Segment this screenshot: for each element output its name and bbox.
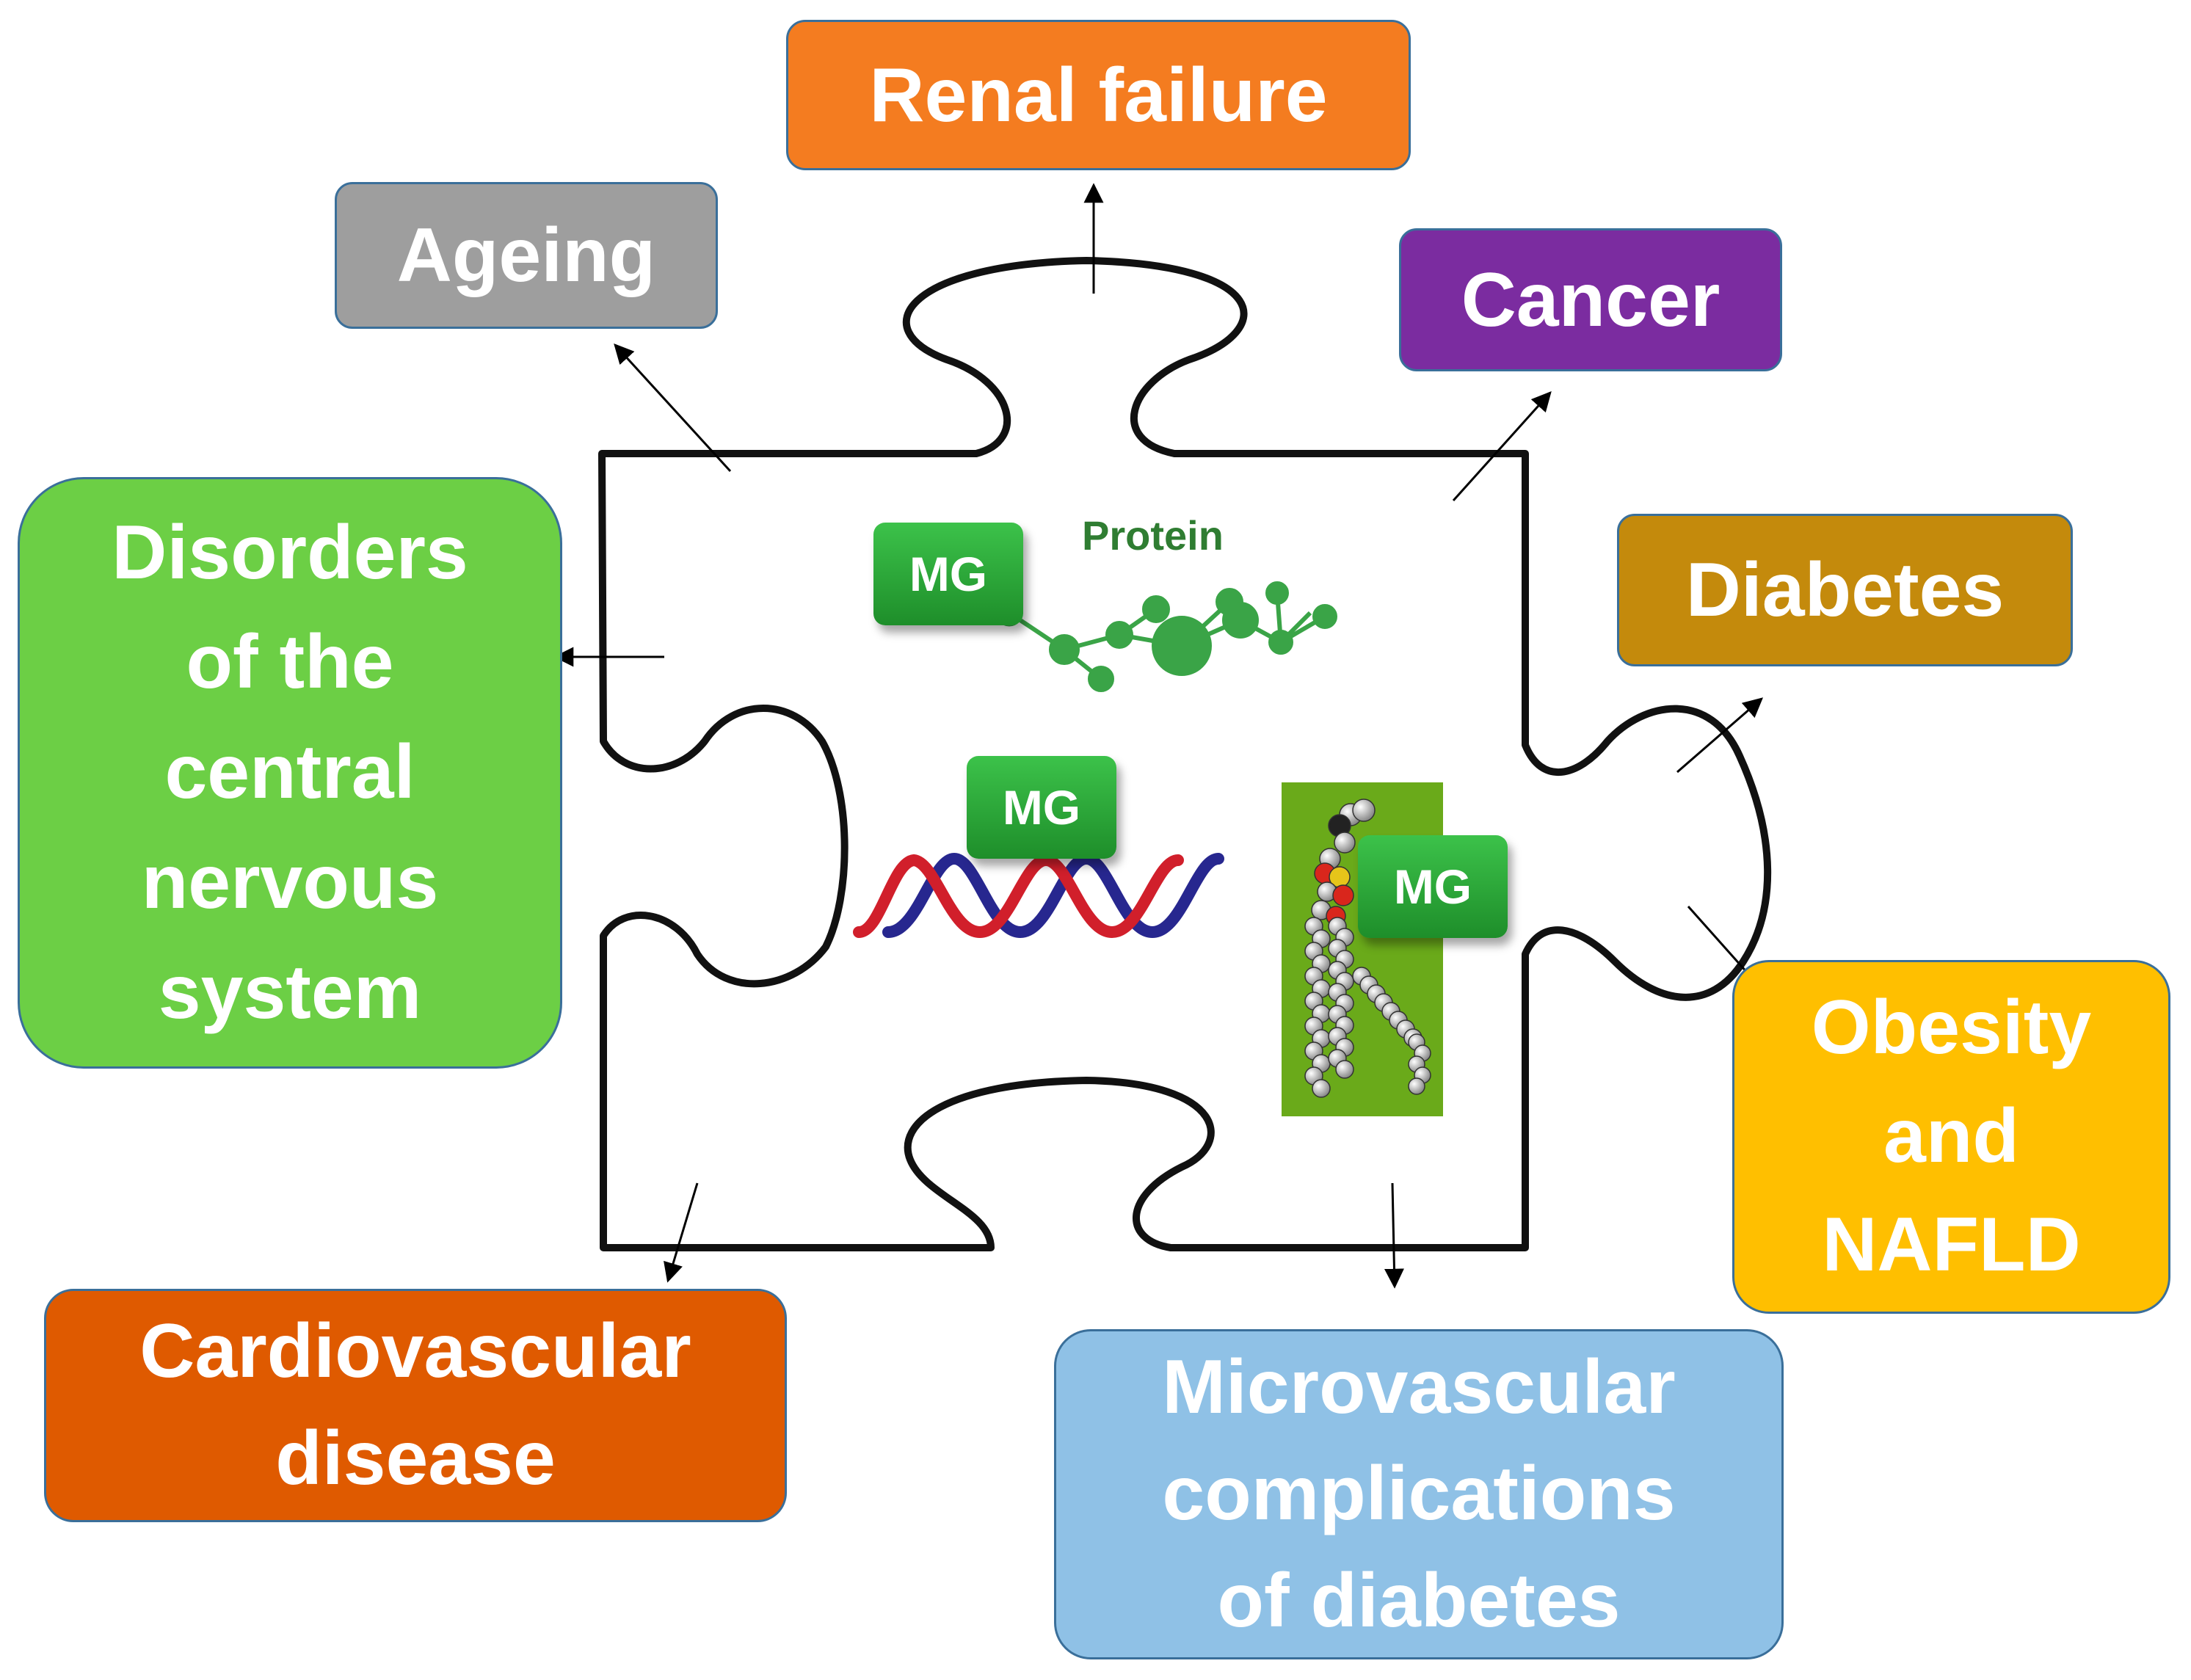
- arrow-to-microvascular: [1384, 1182, 1404, 1289]
- protein-molecule-icon: [995, 581, 1337, 692]
- lipid-molecule-icon: [1282, 782, 1443, 1116]
- cardiovascular-disease-box: Cardiovascular disease: [44, 1289, 787, 1522]
- arrow-to-cancer: [1452, 390, 1552, 502]
- diabetes-box: Diabetes: [1617, 514, 2073, 666]
- arrow-to-ageing: [614, 343, 732, 473]
- arrow-to-diabetes: [1676, 697, 1764, 774]
- ageing-box: Ageing: [335, 182, 718, 329]
- diabetes-label: Diabetes: [1685, 548, 2005, 633]
- dna-helix-icon: [853, 852, 1224, 939]
- mg-badge-lipid: MG: [1358, 835, 1508, 938]
- mg-badge-dna: MG: [967, 756, 1116, 859]
- protein-label: Protein: [1082, 512, 1224, 559]
- obesity-nafld-label: Obesity and NAFLD: [1811, 985, 2092, 1287]
- arrow-to-cardiovascular: [664, 1182, 699, 1283]
- obesity-nafld-box: Obesity and NAFLD: [1732, 960, 2170, 1314]
- cns-disorders-label: Disorders of the central nervous system: [112, 509, 468, 1035]
- microvascular-complications-label: Microvascular complications of diabetes: [1162, 1344, 1676, 1643]
- mg-badge-protein: MG: [873, 523, 1023, 625]
- puzzle-piece-outline: [598, 257, 1772, 1251]
- cancer-box: Cancer: [1399, 228, 1782, 371]
- renal-failure-box: Renal failure: [786, 20, 1411, 170]
- ageing-label: Ageing: [396, 213, 656, 298]
- cardiovascular-disease-label: Cardiovascular disease: [139, 1309, 691, 1501]
- cns-disorders-box: Disorders of the central nervous system: [18, 477, 562, 1069]
- microvascular-complications-box: Microvascular complications of diabetes: [1054, 1329, 1784, 1659]
- cancer-label: Cancer: [1461, 257, 1721, 343]
- renal-failure-label: Renal failure: [869, 52, 1328, 138]
